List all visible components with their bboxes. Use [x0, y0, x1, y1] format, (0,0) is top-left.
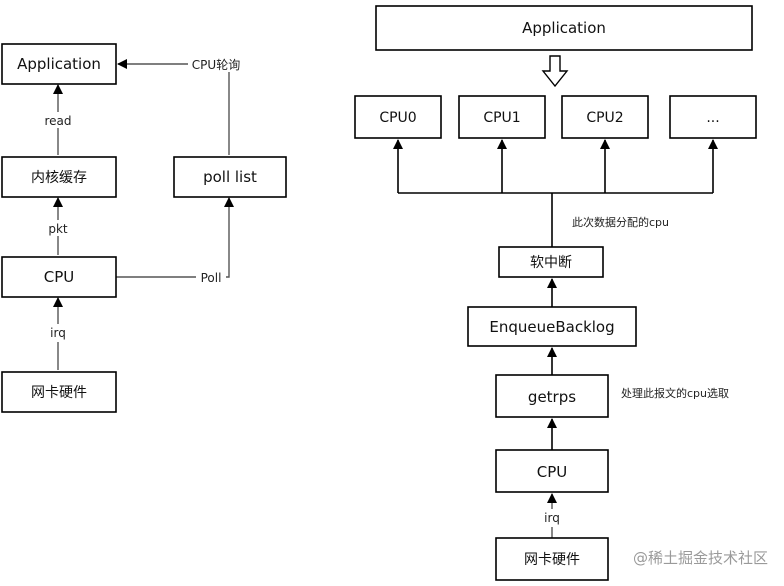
enqueue-backlog-box [467, 306, 637, 347]
left-cpu-box [1, 256, 117, 298]
right-cpu-label: CPU [537, 463, 568, 481]
left-diagram: read pkt irq Poll CPU轮询 Application 内核缓存… [1, 43, 287, 413]
cpu2-label: CPU2 [586, 110, 623, 126]
right-application-label: Application [522, 19, 606, 37]
cpu-more-label: ... [706, 110, 719, 126]
right-nic-label: 网卡硬件 [524, 552, 580, 568]
cpu1-label: CPU1 [483, 110, 520, 126]
poll-list-label: poll list [203, 168, 257, 186]
right-diagram: Application CPU0 CPU1 CPU2 ... 此次数据分配的cp… [354, 5, 757, 581]
cpu-poll-label-bg [188, 56, 244, 72]
pkt-label: pkt [48, 222, 68, 236]
edge-polllist-to-app [117, 59, 230, 155]
read-label: read [44, 114, 71, 128]
note-cpu-select: 处理此报文的cpu选取 [621, 386, 729, 400]
irq-label-right: irq [544, 511, 560, 525]
poll-label: Poll [201, 271, 222, 285]
getrps-box [495, 374, 609, 418]
poll-list-box [173, 156, 287, 198]
cpu-more-box [669, 95, 757, 139]
cpu-poll-label: CPU轮询 [192, 58, 240, 72]
irq-label-left: irq [50, 326, 66, 340]
softirq-box [498, 246, 604, 278]
enqueue-backlog-label: EnqueueBacklog [489, 318, 614, 336]
note-cpu-assigned: 此次数据分配的cpu [572, 215, 669, 229]
edge-cpu-to-polllist [116, 197, 234, 278]
down-arrow-icon [541, 55, 569, 88]
softirq-label: 软中断 [530, 255, 572, 271]
right-cpu-box [495, 449, 609, 493]
pkt-label-bg [44, 220, 72, 236]
read-label-bg [40, 112, 76, 128]
poll-label-bg [196, 269, 226, 285]
cpu0-box [354, 95, 442, 139]
right-nic-box [495, 537, 609, 581]
left-nic-box [1, 371, 117, 413]
kernel-cache-box [1, 156, 117, 198]
irq-label-bg-left [46, 324, 70, 342]
watermark-text: @稀土掘金技术社区 [633, 549, 768, 567]
right-application-box [375, 5, 753, 51]
cpu0-label: CPU0 [379, 110, 416, 126]
irq-label-bg-right [540, 509, 564, 527]
left-application-box [1, 43, 117, 85]
left-cpu-label: CPU [44, 268, 75, 286]
getrps-label: getrps [528, 388, 576, 406]
cpu2-box [561, 95, 649, 139]
left-application-label: Application [17, 55, 101, 73]
kernel-cache-label: 内核缓存 [31, 170, 87, 186]
left-nic-label: 网卡硬件 [31, 385, 87, 401]
cpu1-box [458, 95, 546, 139]
